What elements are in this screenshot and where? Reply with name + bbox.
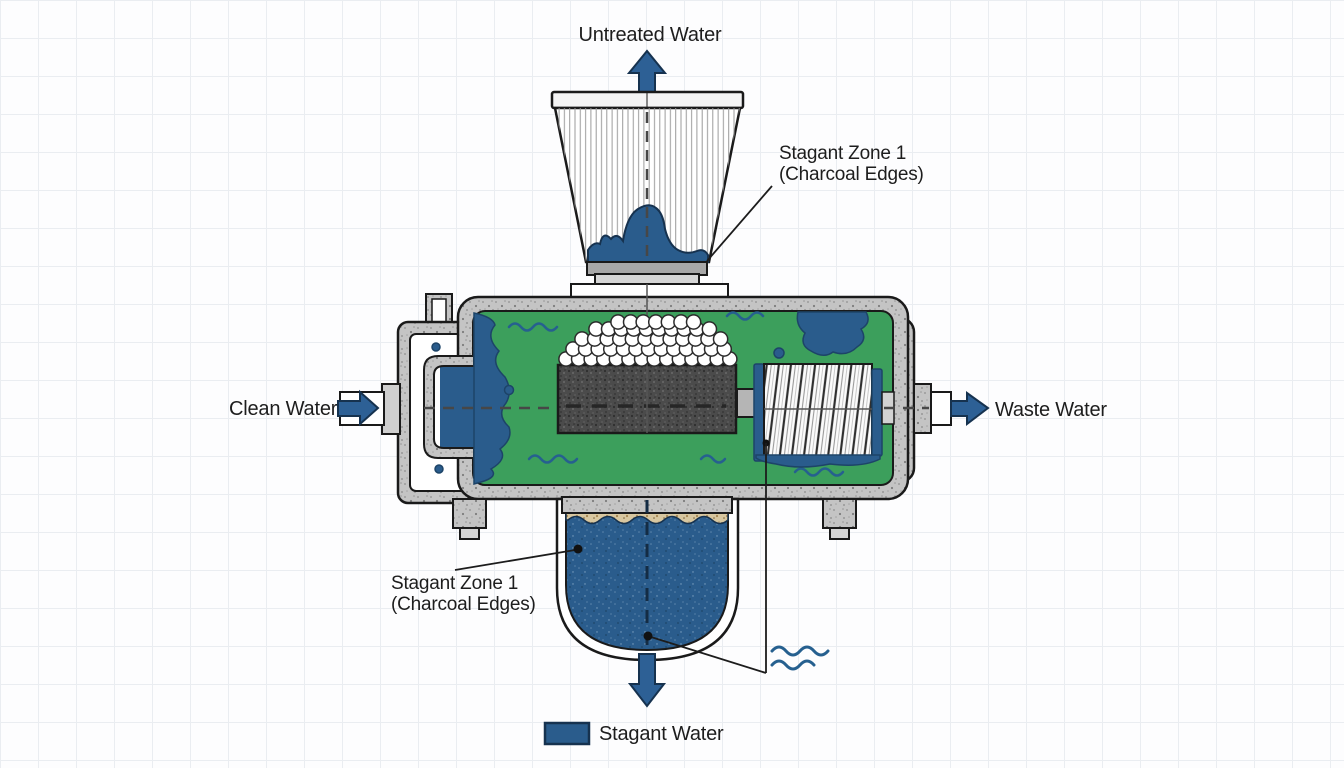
outlet-pipe (930, 391, 952, 426)
pebble-media-bed (558, 314, 738, 367)
clean-water-label: Clean Water (229, 398, 338, 420)
water-squiggle (770, 659, 816, 671)
water-squiggle (527, 454, 579, 464)
pebble-media (701, 321, 718, 337)
stagnant-edge-top-right (796, 311, 869, 356)
left-foot (452, 498, 487, 529)
stagnant-speck (503, 384, 515, 396)
water-squiggle (725, 311, 765, 321)
stagnant-speck (434, 464, 444, 474)
zone-bottom-line2: (Charcoal Edges) (391, 594, 536, 615)
water-squiggle (699, 454, 727, 464)
spiral-coil-filter (763, 363, 873, 462)
bottom-ports (452, 498, 857, 540)
zone-bottom-line1: Stagant Zone 1 (391, 573, 518, 594)
clean-water-arrow-icon (337, 389, 380, 427)
funnel-pleats (555, 108, 740, 262)
leader-dot (643, 631, 653, 641)
coil-shaft (736, 388, 757, 418)
stagnant-speck (773, 347, 785, 359)
untreated-water-label: Untreated Water (579, 24, 723, 46)
drain-arrow-icon (627, 653, 667, 708)
coil-right-cap (871, 368, 883, 457)
sump-bowl (555, 496, 740, 662)
left-foot-step (459, 527, 480, 540)
stagnant-pool-under-coil (755, 454, 881, 468)
leader-dot (573, 544, 583, 554)
water-squiggle (770, 645, 830, 657)
right-foot-step (829, 527, 850, 540)
pebble-media (712, 331, 729, 347)
legend-swatch-stagnant-water (543, 721, 591, 746)
pebble-media (685, 314, 702, 330)
water-squiggle (507, 322, 559, 332)
waste-water-arrow-icon (950, 391, 990, 427)
leader-line-diagonal (650, 636, 767, 674)
waste-water-label: Waste Water (995, 399, 1107, 421)
leader-line (454, 549, 576, 571)
annotation-zone-top: Stagant Zone 1 (Charcoal Edges) (706, 143, 924, 262)
main-housing (423, 284, 929, 501)
annotation-coil-to-sump (643, 439, 770, 674)
zone-top-line1: Stagant Zone 1 (779, 143, 906, 164)
right-foot (822, 498, 857, 529)
legend-label: Stagant Water (599, 723, 724, 745)
stagnant-edge-left (473, 312, 511, 485)
annotation-zone-bottom: Stagant Zone 1 (Charcoal Edges) (391, 544, 583, 615)
leader-line (706, 185, 773, 262)
legend: Stagant Water (543, 721, 724, 746)
pleated-funnel (550, 90, 745, 299)
untreated-water-arrow-icon (626, 49, 668, 93)
stagnant-speck (431, 342, 441, 352)
water-squiggle (793, 467, 845, 477)
zone-top-line2: (Charcoal Edges) (779, 164, 924, 185)
coil-left-cap (753, 363, 765, 462)
